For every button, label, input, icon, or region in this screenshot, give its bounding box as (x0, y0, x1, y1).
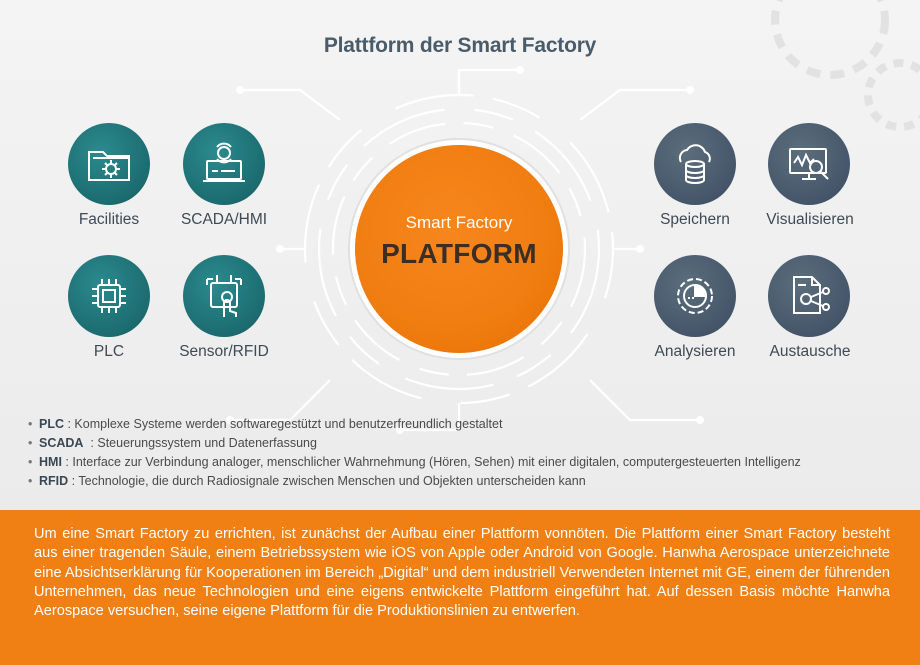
label-sensor-rfid: Sensor/RFID (179, 343, 269, 360)
hub-subtitle: Smart Factory (405, 213, 513, 232)
definition-term: HMI (39, 455, 62, 469)
definition-term: RFID (39, 474, 69, 488)
cloud-database-icon (654, 123, 736, 205)
platform-hub: Smart Factory PLATFORM (355, 145, 563, 353)
definition-text: Interface zur Verbindung analoger, mensc… (72, 455, 801, 469)
label-facilities: Facilities (78, 211, 140, 228)
bullet-dot: • (28, 417, 33, 431)
diagram-title: Plattform der Smart Factory (323, 34, 597, 57)
definition-separator: : (68, 474, 79, 488)
diagram-area: Plattform der Smart Factory Facilities S… (0, 0, 920, 510)
bullet-dot: • (28, 474, 33, 488)
definition-separator: : (83, 436, 98, 450)
definition-separator: : (64, 417, 75, 431)
definition-text: Komplexe Systeme werden softwaregestützt… (74, 417, 503, 431)
hub-title: PLATFORM (381, 238, 537, 269)
label-plc: PLC (93, 343, 125, 360)
label-analysieren: Analysieren (654, 343, 736, 360)
definition-term: PLC (39, 417, 64, 431)
definition-item: • PLC : Komplexe Systeme werden softwareg… (28, 415, 908, 434)
definition-term: SCADA (39, 436, 84, 450)
definition-list: • PLC : Komplexe Systeme werden softwareg… (28, 415, 908, 491)
definition-item: • SCADA : Steuerungssystem und Datenerfas… (28, 434, 908, 453)
definition-item: • RFID : Technologie, die durch Radiosign… (28, 472, 908, 491)
bullet-dot: • (28, 455, 33, 469)
touch-sensor-icon (183, 255, 265, 337)
document-share-icon (768, 255, 850, 337)
bullet-dot: • (28, 436, 33, 450)
chip-icon (68, 255, 150, 337)
label-visualisieren: Visualisieren (766, 211, 854, 228)
definition-text: Technologie, die durch Radiosignale zwis… (78, 474, 586, 488)
definition-item: • HMI : Interface zur Verbindung analoger… (28, 453, 908, 472)
definition-separator: : (61, 455, 73, 469)
pie-analysis-icon (654, 255, 736, 337)
folder-gear-icon (68, 123, 150, 205)
description-panel: Um eine Smart Factory zu errichten, ist … (0, 510, 920, 665)
definition-text: Steuerungssystem und Datenerfassung (97, 436, 317, 450)
label-austausche: Austausche (769, 343, 851, 360)
description-paragraph: Um eine Smart Factory zu errichten, ist … (34, 526, 890, 620)
monitor-magnifier-icon (768, 123, 850, 205)
label-scada-hmi: SCADA/HMI (180, 211, 268, 228)
label-speichern: Speichern (660, 211, 730, 228)
circuit-decoration (226, 66, 704, 434)
monitor-sync-icon (183, 123, 265, 205)
